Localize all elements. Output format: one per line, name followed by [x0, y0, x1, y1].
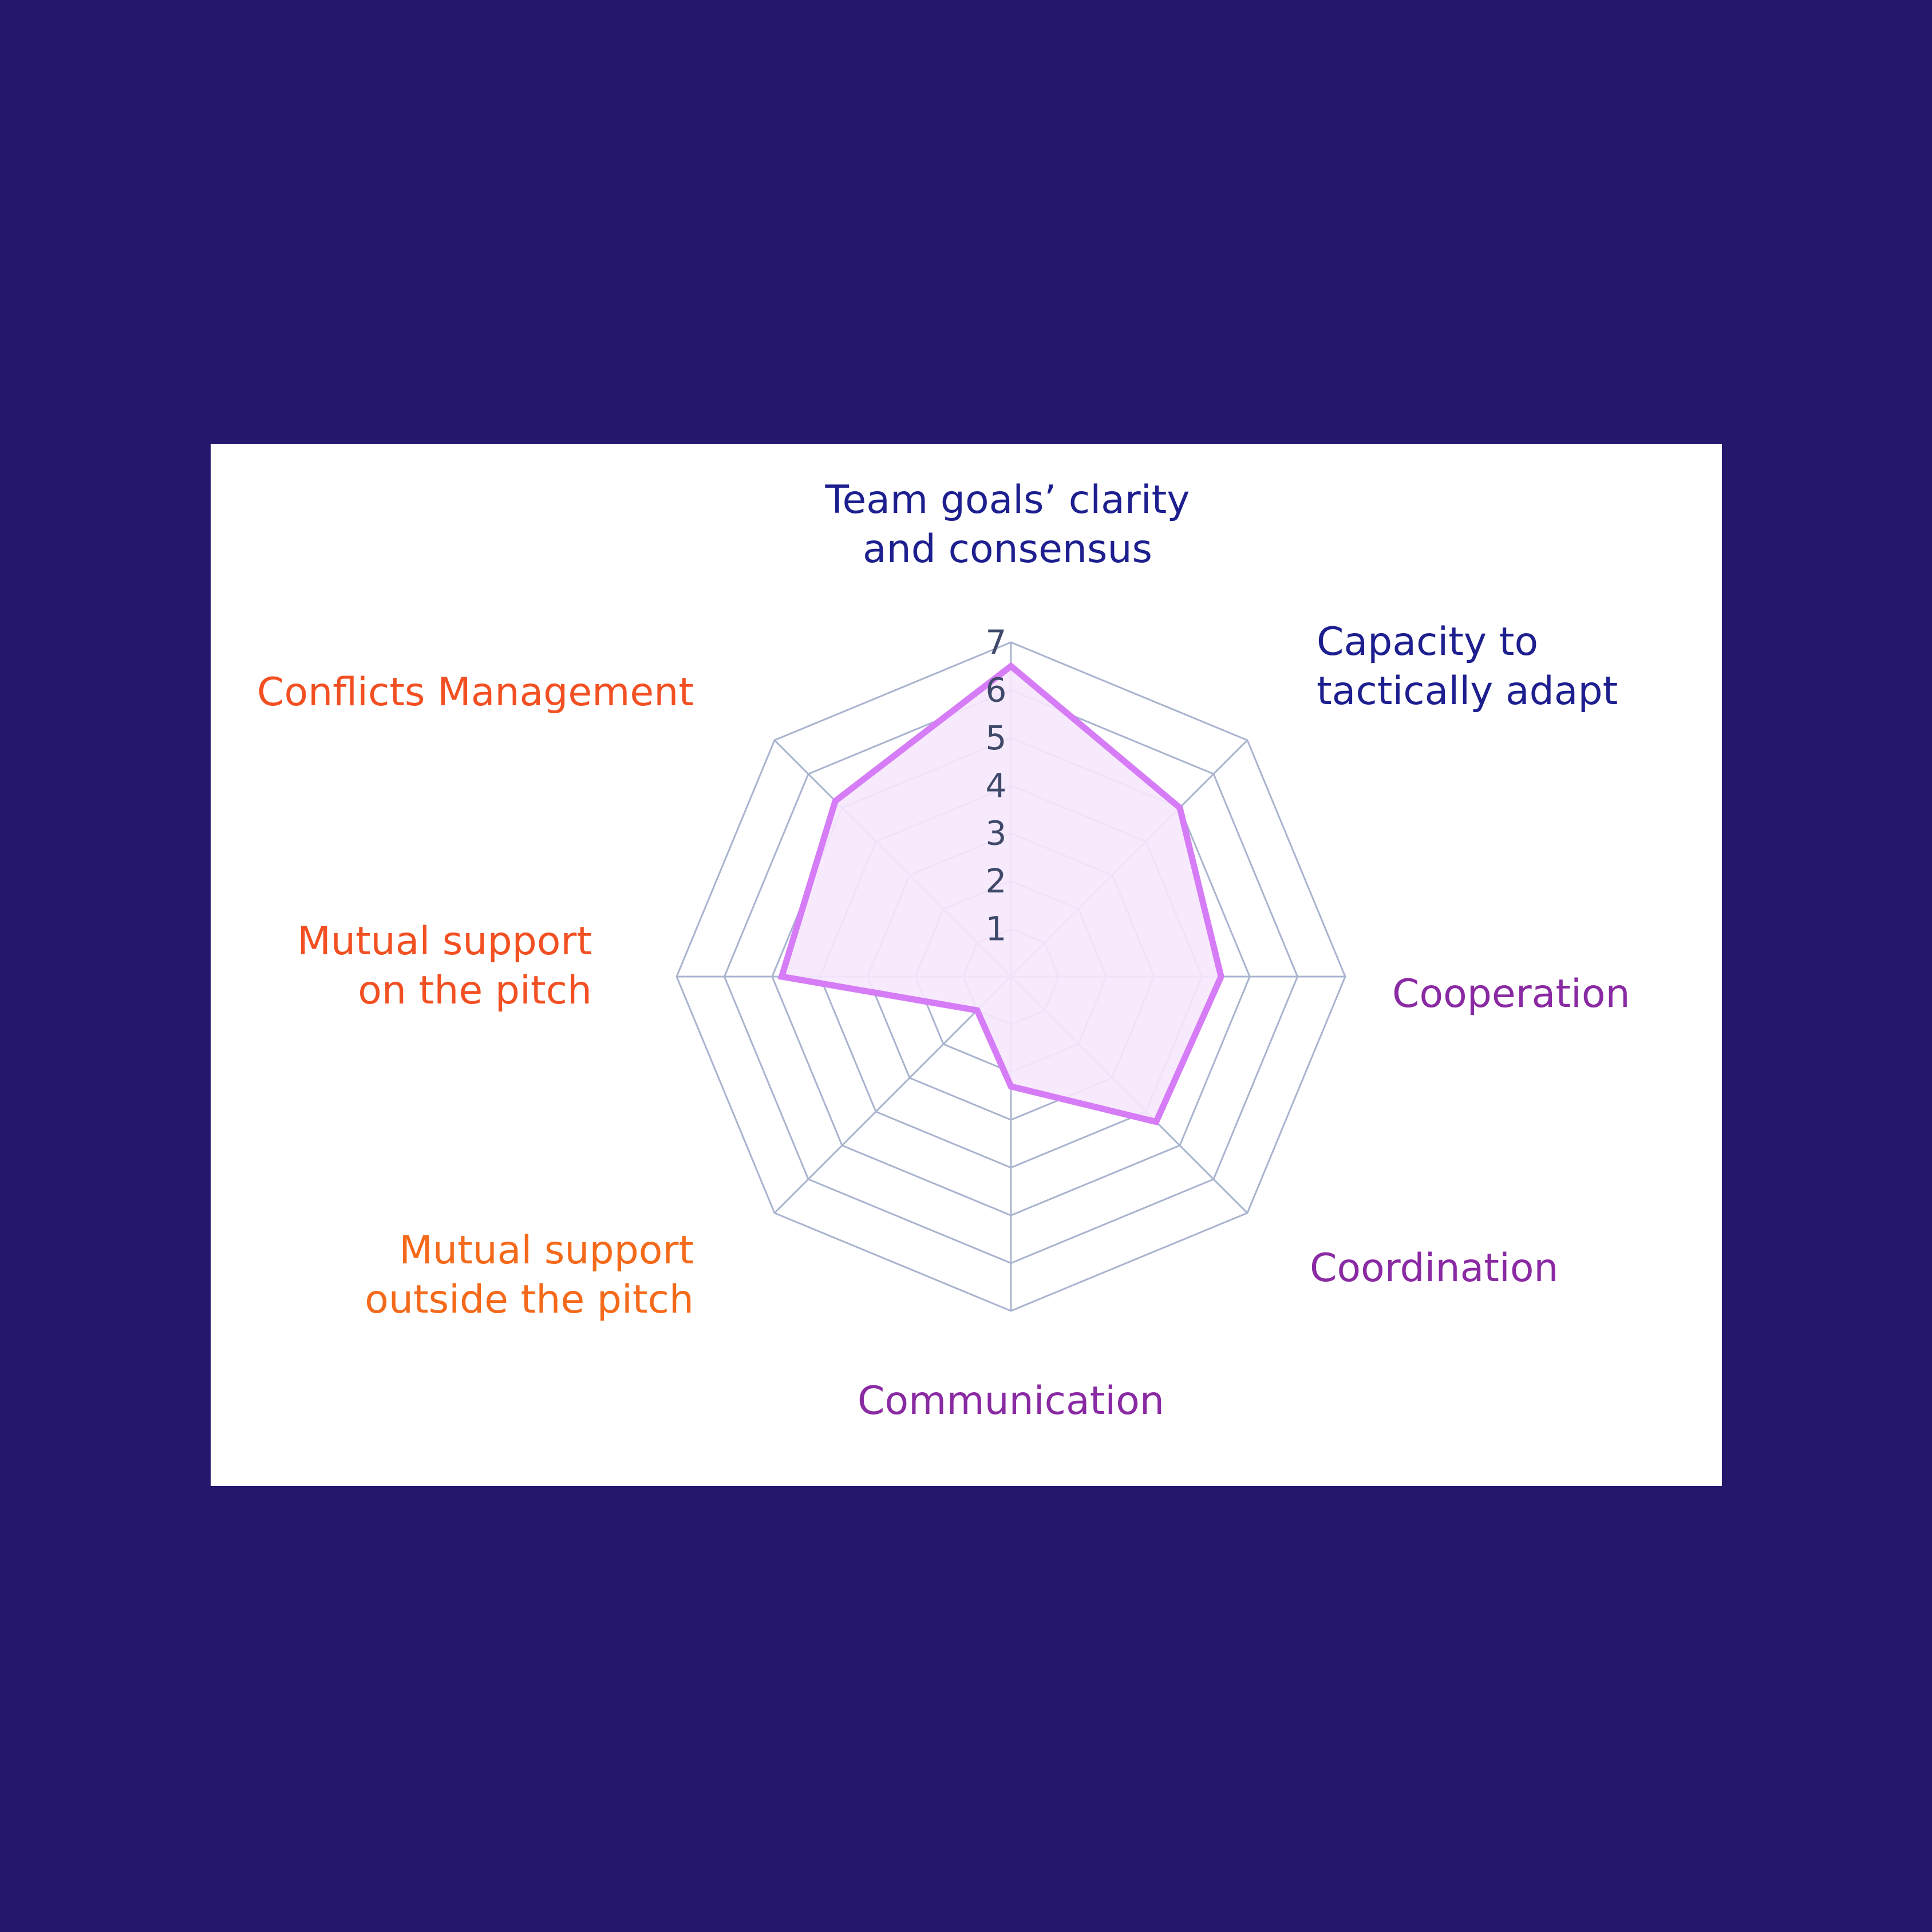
tick-label-3: 3 — [986, 814, 1007, 853]
tick-label-1: 1 — [986, 910, 1007, 949]
axis-label-1-line-0: Capacity to — [1317, 619, 1538, 665]
axis-label-6-line-1: on the pitch — [358, 968, 592, 1013]
axis-label-4-line-0: Communication — [858, 1378, 1164, 1424]
axis-label-0-line-0: Team goals’ clarity — [824, 477, 1190, 523]
axis-label-6-line-0: Mutual support — [297, 919, 592, 964]
data-point-5 — [976, 1009, 979, 1012]
data-point-4 — [1010, 1085, 1012, 1088]
tick-label-6: 6 — [986, 670, 1007, 709]
axis-label-7: Conflicts Management — [257, 670, 694, 715]
axis-label-2-line-0: Cooperation — [1392, 971, 1630, 1017]
radar-tick-labels: 1 2 3 4 5 6 7 — [986, 623, 1007, 949]
axis-label-7-line-0: Conflicts Management — [257, 670, 694, 715]
tick-label-5: 5 — [986, 718, 1007, 757]
axis-label-2: Cooperation — [1392, 971, 1630, 1017]
data-point-1 — [1178, 807, 1181, 809]
axis-label-5-line-0: Mutual support — [399, 1228, 694, 1273]
radar-series — [777, 662, 1224, 1126]
tick-label-7: 7 — [986, 623, 1007, 662]
axis-label-1-line-1: tactically adapt — [1317, 669, 1618, 714]
data-point-2 — [1220, 975, 1223, 978]
axis-label-3-line-0: Coordination — [1310, 1246, 1559, 1291]
axis-label-3: Coordination — [1310, 1246, 1559, 1291]
data-point-6 — [780, 975, 783, 978]
axis-label-5-line-1: outside the pitch — [365, 1277, 694, 1322]
data-point-3 — [1155, 1120, 1157, 1123]
tick-label-2: 2 — [986, 862, 1007, 900]
data-point-7 — [834, 800, 837, 803]
axis-label-4: Communication — [858, 1378, 1164, 1424]
data-point-0 — [1010, 665, 1012, 667]
grid-spoke-5 — [773, 975, 1012, 1214]
axis-label-0-line-1: and consensus — [863, 527, 1152, 572]
tick-label-4: 4 — [986, 766, 1007, 805]
